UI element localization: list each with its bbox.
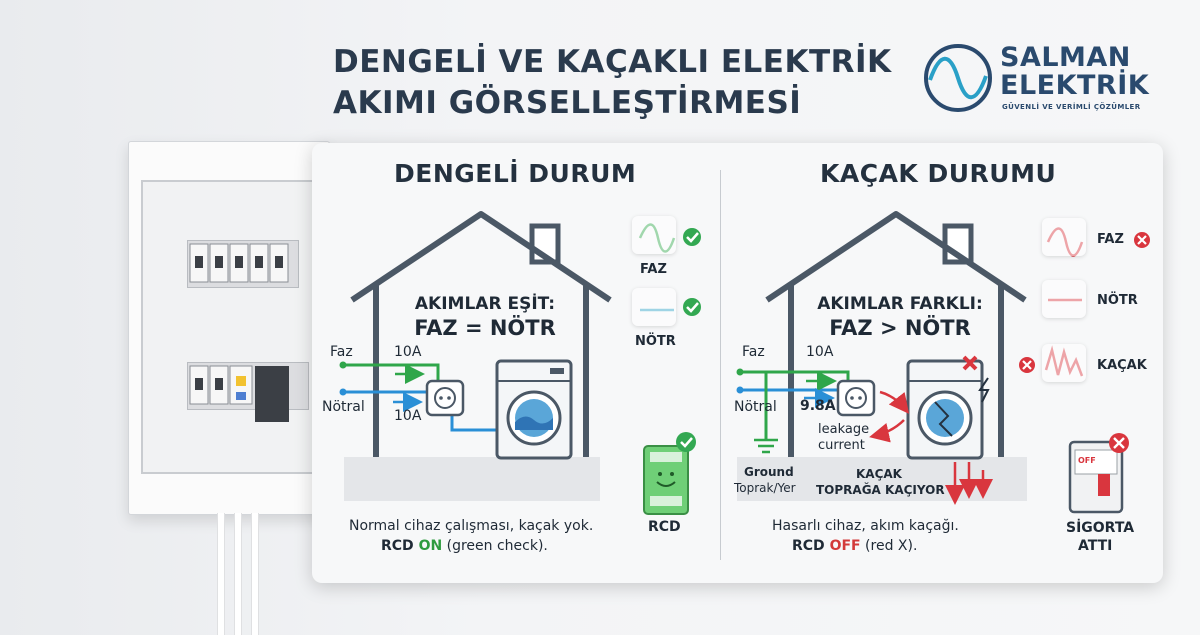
left-heading: DENGELİ DURUM	[394, 159, 637, 188]
left-caption-prefix: RCD	[381, 538, 419, 554]
legend-tile-faz-right	[1042, 218, 1086, 256]
left-legend-faz: FAZ	[640, 262, 667, 277]
title-line1: DENGELİ VE KAÇAKLI ELEKTRİK	[333, 44, 892, 80]
left-caption-suffix: (green check).	[442, 538, 548, 554]
wires-right	[736, 368, 850, 454]
brand-tagline: GÜVENLİ VE VERİMLİ ÇÖZÜMLER	[1002, 103, 1141, 111]
left-house-line1: AKIMLAR EŞİT:	[414, 294, 556, 314]
left-notral-label: Nötral	[322, 399, 365, 415]
breaker-line1: SİGORTA	[1066, 520, 1135, 536]
right-rcd-status-off: OFF	[829, 538, 861, 554]
left-caption-line1: Normal cihaz çalışması, kaçak yok.	[349, 518, 594, 534]
left-notr-current: 10A	[394, 408, 422, 424]
cable	[217, 513, 225, 635]
right-notral-label: Nötral	[734, 399, 777, 415]
washing-machine-right	[906, 355, 990, 460]
left-faz-label: Faz	[330, 344, 353, 360]
x-icon	[1019, 357, 1035, 373]
leakage-line2: current	[818, 438, 865, 453]
left-caption-line2: RCD ON (green check).	[381, 538, 548, 554]
left-faz-current: 10A	[394, 344, 422, 360]
right-heading: KAÇAK DURUMU	[820, 159, 1057, 188]
right-house-line1: AKIMLAR FARKLI:	[817, 294, 983, 314]
right-caption-line2: RCD OFF (red X).	[792, 538, 917, 554]
panel-door	[141, 180, 320, 474]
right-caption-line1: Hasarlı cihaz, akım kaçağı.	[772, 518, 959, 534]
right-legend-faz: FAZ	[1097, 232, 1124, 247]
socket-right	[836, 379, 876, 417]
right-legend-notr: NÖTR	[1097, 293, 1138, 308]
right-caption-suffix: (red X).	[860, 538, 918, 554]
legend-tile-notr	[632, 288, 676, 326]
right-notr-current: 9.8A	[800, 398, 836, 414]
check-icon	[676, 432, 696, 452]
check-icon	[683, 298, 701, 316]
sine-wave-logo-icon	[924, 44, 992, 112]
right-house-line2: FAZ > NÖTR	[829, 316, 971, 340]
cable	[251, 513, 259, 635]
rcd-label: RCD	[648, 519, 681, 535]
ground-line1: Ground	[744, 465, 794, 479]
left-rcd-status-on: ON	[418, 538, 443, 554]
title-line2: AKIMI GÖRSELLEŞTİRMESİ	[333, 85, 802, 121]
right-faz-label: Faz	[742, 344, 765, 360]
check-icon	[683, 228, 701, 246]
cable	[234, 513, 242, 635]
brand-name: SALMAN ELEKTRİK	[1000, 44, 1149, 100]
legend-tile-kacak	[1042, 344, 1086, 382]
kacak-line2: TOPRAĞA KAÇIYOR	[816, 483, 945, 497]
page-title: DENGELİ VE KAÇAKLI ELEKTRİK AKIMI GÖRSEL…	[333, 42, 903, 124]
legend-tile-notr-right	[1042, 280, 1086, 318]
legend-tile-faz	[632, 216, 676, 254]
x-icon	[1109, 433, 1129, 453]
right-caption-prefix: RCD	[792, 538, 830, 554]
brand-name-line2: ELEKTRİK	[1000, 70, 1150, 101]
rcd-device	[643, 445, 689, 515]
breaker-off-label: OFF	[1078, 456, 1096, 465]
section-divider	[720, 170, 721, 560]
brand-name-line1: SALMAN	[1000, 42, 1131, 73]
brand-logo: SALMAN ELEKTRİK GÜVENLİ VE VERİMLİ ÇÖZÜM…	[922, 42, 1172, 114]
washing-machine-left	[495, 359, 573, 460]
tripped-breaker	[1068, 440, 1124, 514]
ground-line2: Toprak/Yer	[734, 481, 796, 495]
left-legend-notr: NÖTR	[635, 334, 676, 349]
leakage-line1: leakage	[818, 422, 870, 437]
right-legend-kacak: KAÇAK	[1097, 358, 1147, 373]
kacak-line1: KAÇAK	[856, 467, 902, 481]
breaker-line2: ATTI	[1078, 538, 1113, 554]
x-icon	[1134, 232, 1150, 248]
house-left	[344, 211, 612, 501]
leakage-arrows	[869, 390, 993, 505]
right-faz-current: 10A	[806, 344, 834, 360]
socket-left	[425, 379, 465, 417]
left-house-line2: FAZ = NÖTR	[414, 316, 556, 340]
